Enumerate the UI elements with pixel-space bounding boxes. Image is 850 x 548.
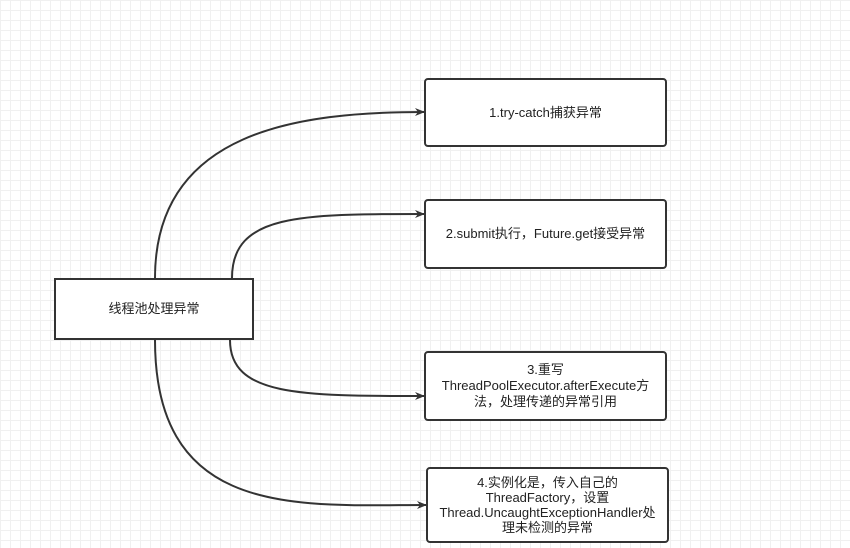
- edge-root-to-branch-4: [154, 339, 427, 510]
- root-node-label: 线程池处理异常: [108, 301, 200, 316]
- branch-node-1-label: 1.try-catch捕获异常: [489, 104, 602, 120]
- branch-node-1[interactable]: 1.try-catch捕获异常: [424, 78, 667, 147]
- branch-node-2-label: 2.submit执行，Future.get接受异常: [445, 226, 646, 241]
- edge-root-to-branch-1: [154, 108, 425, 279]
- branch-node-3[interactable]: 3.重写ThreadPoolExecutor.afterExecute方法，处理…: [424, 351, 667, 421]
- branch-node-4[interactable]: 4.实例化是，传入自己的ThreadFactory，设置Thread.Uncau…: [426, 467, 669, 543]
- branch-node-3-label: 3.重写ThreadPoolExecutor.afterExecute方法，处理…: [441, 362, 650, 409]
- branch-node-2[interactable]: 2.submit执行，Future.get接受异常: [424, 199, 667, 269]
- edge-root-to-branch-3: [229, 339, 425, 400]
- edge-root-to-branch-2: [231, 210, 425, 279]
- root-node[interactable]: 线程池处理异常: [54, 278, 254, 340]
- branch-node-4-label: 4.实例化是，传入自己的ThreadFactory，设置Thread.Uncau…: [439, 475, 656, 535]
